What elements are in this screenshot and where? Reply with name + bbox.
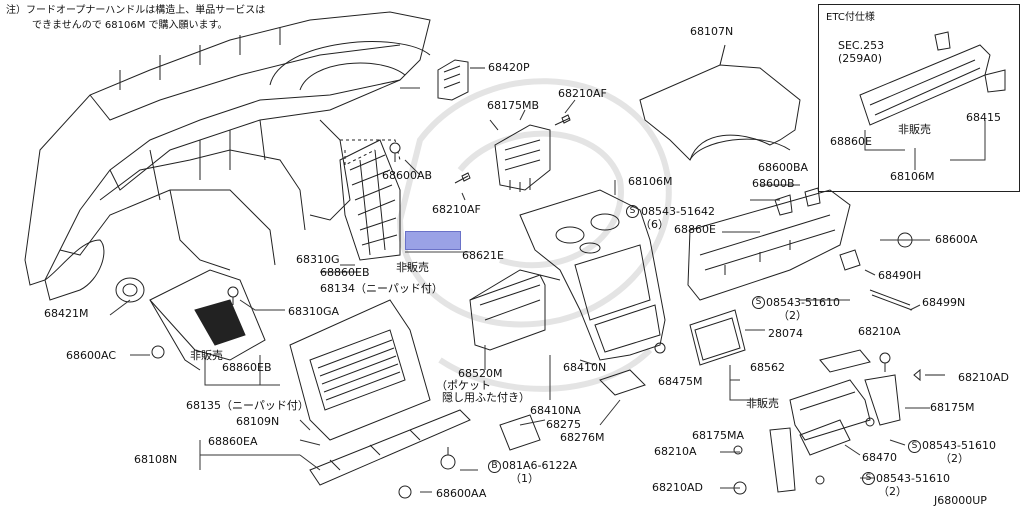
part-label-08543-51610-a[interactable]: 08543-51610 (766, 296, 840, 309)
part-label-68310ga[interactable]: 68310GA (288, 305, 340, 318)
switch-68420p (437, 59, 485, 101)
pocket-68520m (469, 269, 561, 351)
lower-panel-68135 (149, 269, 266, 371)
highlighted-part-68621e (405, 231, 461, 250)
cover-68276m (599, 369, 646, 396)
part-label-68410n[interactable]: 68410N (563, 361, 607, 374)
part-label-68210a-a[interactable]: 68210A (858, 325, 901, 338)
pocket-note-2: 隠し用ふた付き） (442, 391, 530, 404)
part-label-68175ma[interactable]: 68175MA (692, 429, 745, 442)
s-symbol-1: S (626, 205, 639, 218)
lid-assembly-68106m (687, 187, 851, 301)
part-qty-08543-51610-b: （2） (940, 452, 969, 465)
part-label-68135[interactable]: 68135（ニーパッド付） (186, 399, 309, 412)
part-label-68600ab[interactable]: 68600AB (382, 169, 433, 182)
part-label-68175m[interactable]: 68175M (930, 401, 975, 414)
part-label-081a6-6122a[interactable]: 081A6-6122A (502, 459, 578, 472)
pocket-68475m (789, 379, 871, 441)
etc-sec-sub: (259A0) (838, 52, 883, 65)
part-label-68109n[interactable]: 68109N (236, 415, 280, 428)
part-label-68600ac[interactable]: 68600AC (66, 349, 117, 362)
etc-part-68415[interactable]: 68415 (966, 111, 1001, 124)
part-label-68134[interactable]: 68134（ニーパッド付） (320, 282, 443, 295)
part-label-68860ea[interactable]: 68860EA (208, 435, 258, 448)
part-label-68210ad-b[interactable]: 68210AD (652, 481, 703, 494)
part-label-68475m[interactable]: 68475M (658, 375, 703, 388)
etc-nonsale: 非販売 (898, 123, 931, 136)
part-label-68210af-mid[interactable]: 68210AF (432, 203, 481, 216)
part-qty-08543-51642: （6） (640, 218, 669, 231)
etc-part-68860e[interactable]: 68860E (830, 135, 872, 148)
part-label-68210a-b[interactable]: 68210A (654, 445, 697, 458)
part-label-68420p[interactable]: 68420P (488, 61, 530, 74)
speaker-grille-icon (115, 277, 145, 303)
part-label-68621e[interactable]: 68621E (462, 249, 504, 262)
knee-panel-68109n (289, 299, 431, 441)
part-label-68310g[interactable]: 68310G (296, 253, 340, 266)
b-symbol: B (488, 460, 501, 473)
part-label-68210ad-a[interactable]: 68210AD (958, 371, 1009, 384)
part-label-68108n[interactable]: 68108N (134, 453, 178, 466)
part-label-68275[interactable]: 68275 (546, 418, 581, 431)
part-label-68499n[interactable]: 68499N (922, 296, 966, 309)
s-symbol-2: S (752, 296, 765, 309)
part-label-68106m[interactable]: 68106M (628, 175, 673, 188)
s-symbol-4: S (862, 472, 875, 485)
part-label-68490h[interactable]: 68490H (878, 269, 922, 282)
pocket-note-1: （ポケット (436, 379, 491, 392)
bracket-68175mb (489, 119, 551, 192)
part-qty-08543-51610-c: （2） (878, 485, 907, 498)
etc-unit-drawing (859, 31, 1006, 126)
module-68275 (499, 414, 541, 451)
screw-icons (151, 114, 945, 499)
part-label-68210af-top[interactable]: 68210AF (558, 87, 607, 100)
strip-68499n (869, 289, 913, 311)
etc-inset-title: ETC付仕様 (826, 12, 875, 23)
etc-sec-ref[interactable]: SEC.253 (838, 39, 885, 52)
part-label-68410na[interactable]: 68410NA (530, 404, 581, 417)
nonsale-label-c: 非販売 (746, 397, 779, 410)
part-label-08543-51610-c[interactable]: 08543-51610 (876, 472, 950, 485)
part-label-68600aa[interactable]: 68600AA (436, 487, 487, 500)
part-qty-081a6-6122a: （1） (510, 472, 539, 485)
part-label-08543-51642[interactable]: 08543-51642 (641, 205, 715, 218)
part-label-68520m[interactable]: 68520M (458, 367, 503, 380)
plate-68562 (819, 349, 871, 373)
part-label-68860eb-a[interactable]: 68860EB (320, 266, 370, 279)
part-label-68175mb[interactable]: 68175MB (487, 99, 540, 112)
upper-cover-68107n (639, 44, 801, 161)
clip-68490h (839, 249, 861, 271)
part-qty-08543-51610-a: （2） (778, 309, 807, 322)
part-label-28074[interactable]: 28074 (768, 327, 803, 340)
diagram-code: J68000UP (934, 494, 987, 507)
bracket-68175m (864, 374, 901, 426)
part-label-68860eb-b[interactable]: 68860EB (222, 361, 272, 374)
part-label-68600ba[interactable]: 68600BA (758, 161, 809, 174)
s-symbol-3: S (908, 440, 921, 453)
part-label-68600a[interactable]: 68600A (935, 233, 978, 246)
part-68470 (799, 419, 851, 456)
leader-lines (109, 87, 986, 493)
part-label-68276m[interactable]: 68276M (560, 431, 605, 444)
note-line-2: できませんので 68106M で購入願います。 (32, 20, 228, 31)
display-28074 (689, 309, 746, 366)
bracket-68175ma (769, 427, 796, 493)
part-label-08543-51610-b[interactable]: 08543-51610 (922, 439, 996, 452)
lower-bar-68108n (309, 409, 471, 486)
note-line-1: 注）フードオープナーハンドルは構造上、単品サービスは (6, 5, 266, 16)
part-label-68562[interactable]: 68562 (750, 361, 785, 374)
watermark-logo (396, 78, 672, 392)
part-label-68600b[interactable]: 68600B (752, 177, 795, 190)
part-label-68860e[interactable]: 68860E (674, 223, 716, 236)
dashboard-upper-panel (24, 11, 431, 301)
etc-part-68106m[interactable]: 68106M (890, 170, 935, 183)
etc-inset-box (818, 4, 1020, 192)
part-label-68107n[interactable]: 68107N (690, 25, 734, 38)
nonsale-label-a: 非販売 (396, 261, 429, 274)
nonsale-label-b: 非販売 (190, 349, 223, 362)
part-label-68470[interactable]: 68470 (862, 451, 897, 464)
part-label-68421m[interactable]: 68421M (44, 307, 89, 320)
